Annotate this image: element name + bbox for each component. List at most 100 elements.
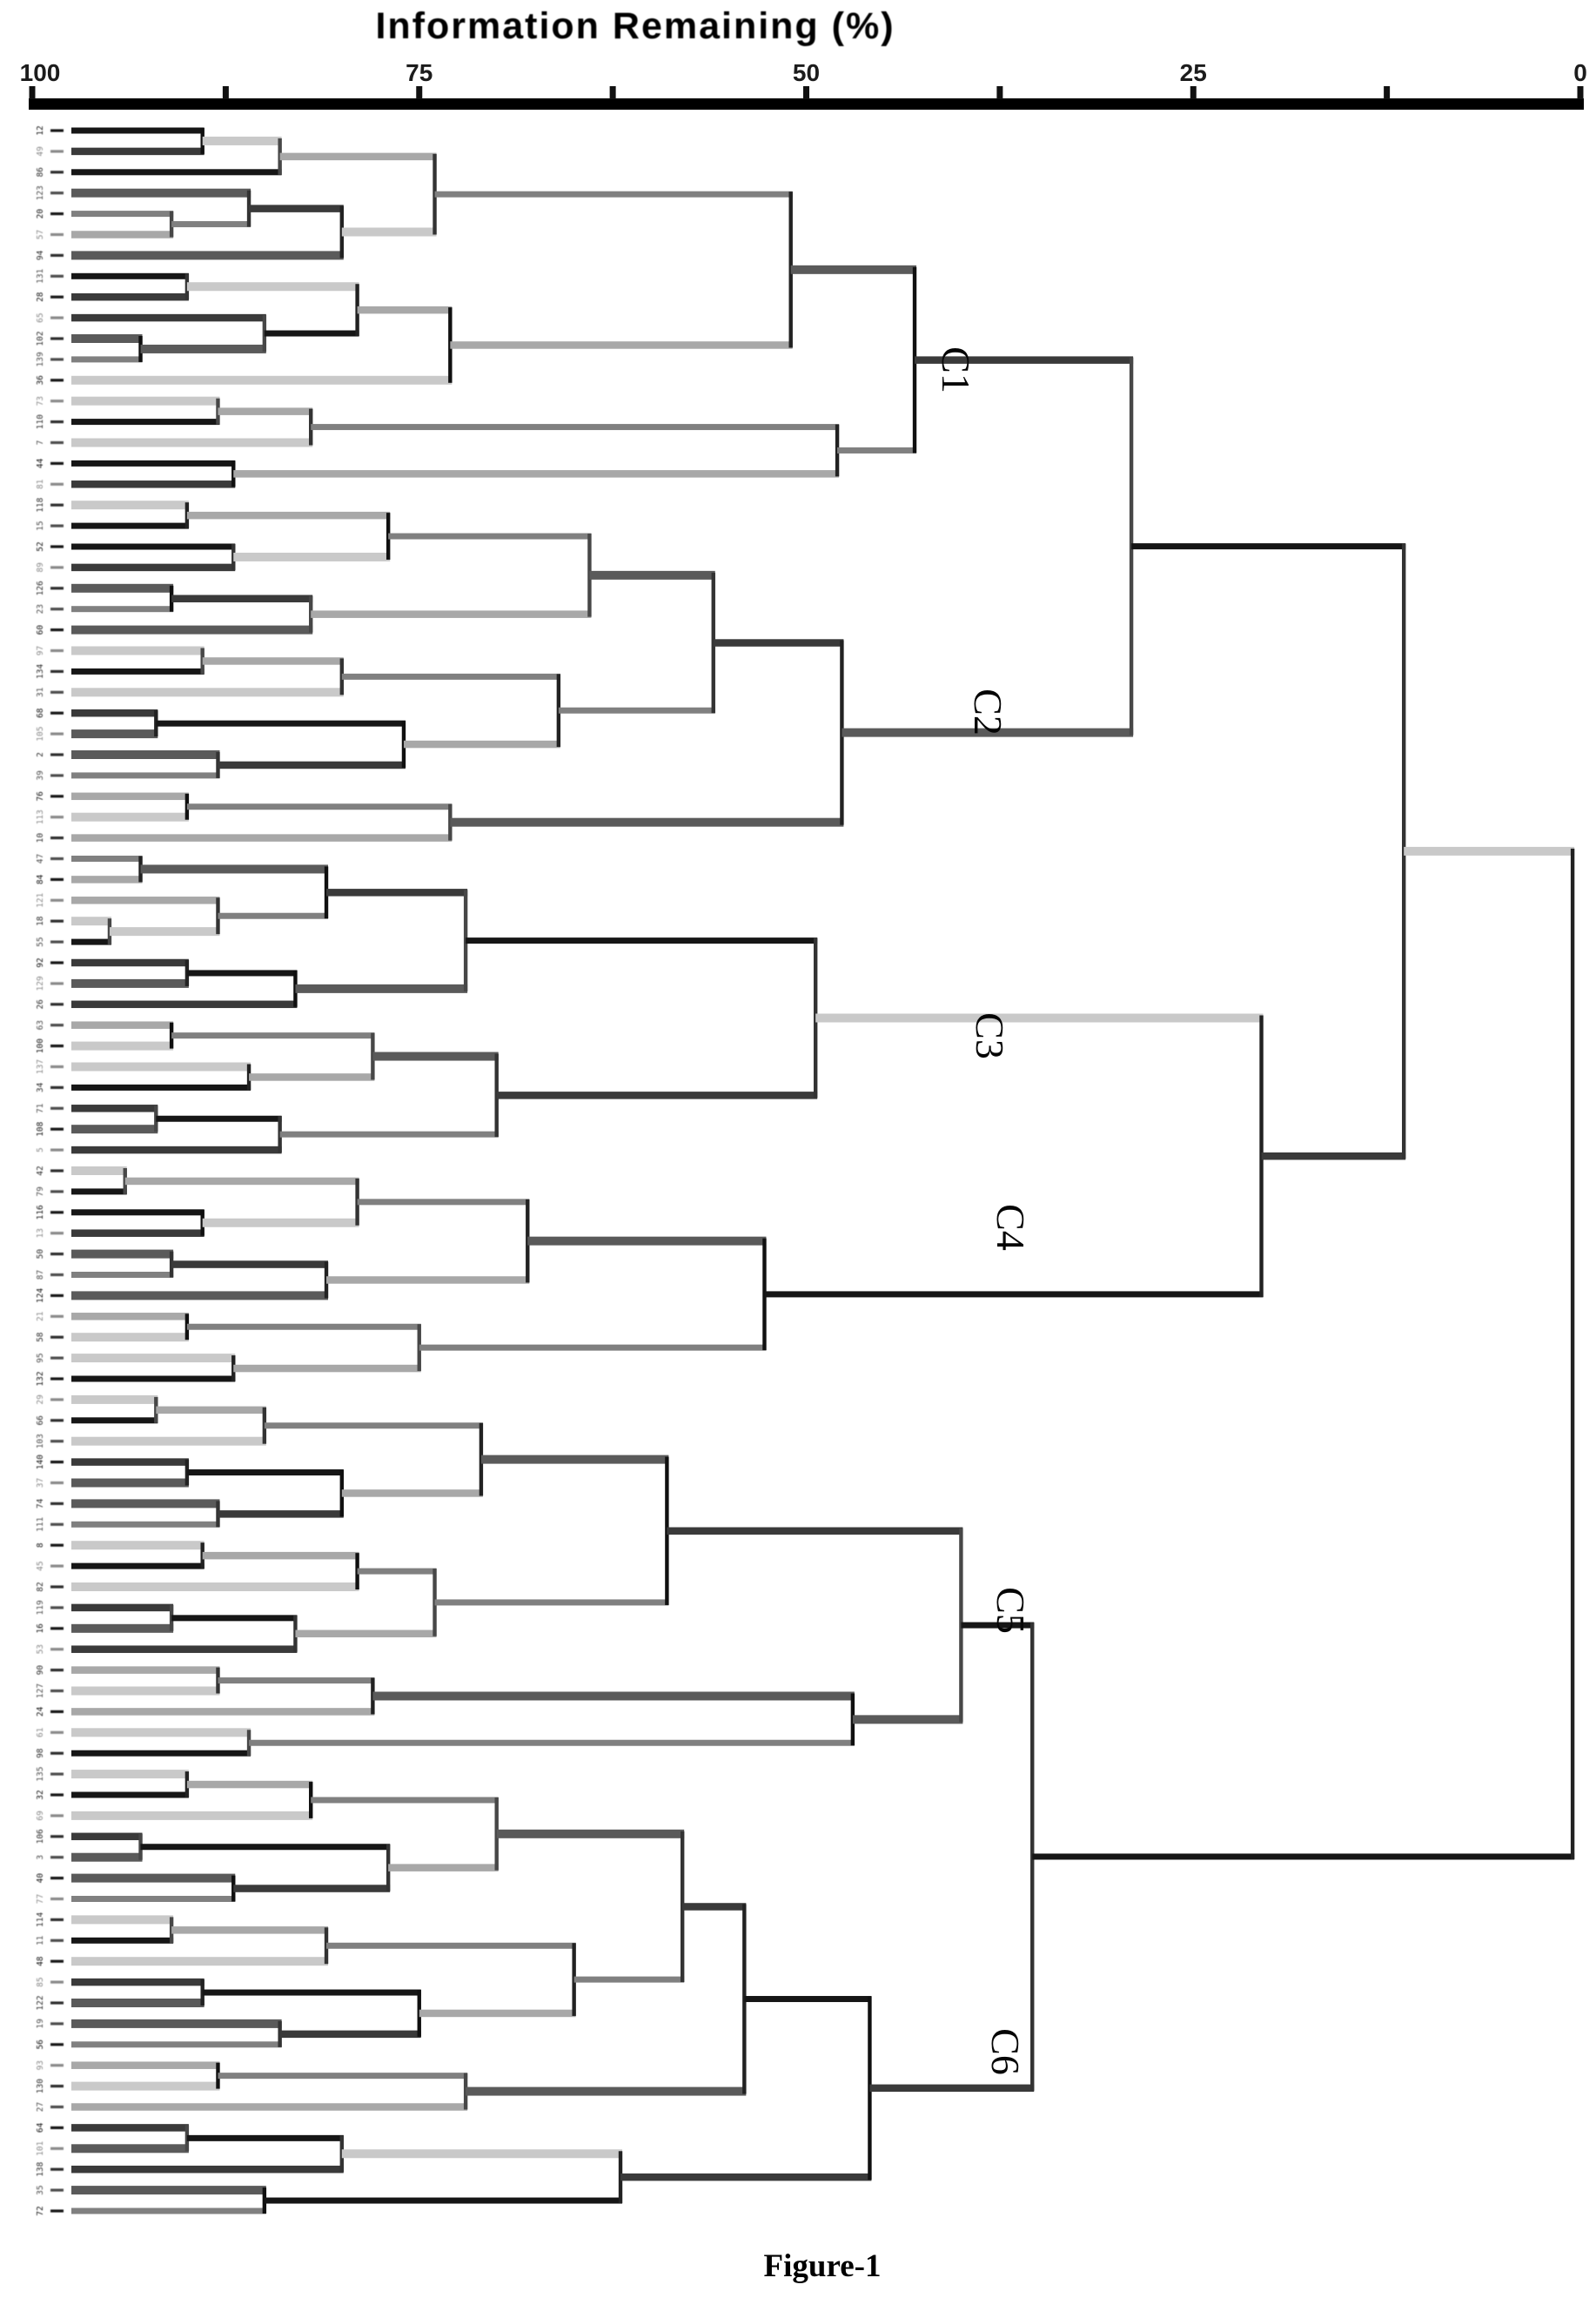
- branch-hline: [589, 570, 715, 580]
- branch-hline: [434, 191, 793, 198]
- leaf-tick: [50, 253, 64, 257]
- branch-hline: [71, 460, 236, 467]
- branch-hline: [71, 938, 111, 945]
- leaf-tick: [50, 1751, 64, 1755]
- branch-hline: [218, 912, 329, 919]
- branch-hline: [71, 2124, 189, 2132]
- branch-hline: [71, 1521, 220, 1528]
- leaf-tick: [50, 1293, 64, 1297]
- leaf-tick: [50, 1440, 64, 1443]
- branch-hline: [71, 292, 189, 301]
- branch-hline: [71, 1728, 251, 1737]
- branch-hline: [71, 668, 205, 675]
- leaf-tick: [50, 1398, 64, 1401]
- leaf-label: 16: [36, 1623, 45, 1634]
- branch-hline: [419, 1344, 767, 1351]
- leaf-tick: [50, 1232, 64, 1235]
- branch-hline: [186, 803, 453, 810]
- leaf-tick: [50, 129, 64, 132]
- leaf-tick: [50, 420, 64, 424]
- leaf-label: 40: [36, 1873, 45, 1884]
- tree-lines: [71, 127, 1575, 2214]
- leaf-tick: [50, 1710, 64, 1713]
- leaf-label: 50: [36, 1249, 45, 1260]
- leaf-tick: [50, 232, 64, 237]
- branch-hline: [434, 1599, 669, 1606]
- leaf-label: 118: [36, 497, 45, 512]
- leaf-tick: [50, 1003, 64, 1006]
- leaf-tick: [50, 1169, 64, 1173]
- branch-hline: [71, 147, 205, 156]
- branch-hline: [202, 1218, 359, 1227]
- branch-hline: [71, 1896, 236, 1902]
- branch-hline: [341, 673, 560, 680]
- branch-hline: [71, 1852, 143, 1862]
- leaf-tick: [50, 2147, 64, 2150]
- branch-hline: [357, 1568, 437, 1575]
- leaf-label: 61: [36, 1727, 45, 1737]
- branch-hline: [71, 563, 236, 572]
- branch-hline: [71, 2144, 189, 2154]
- branch-hline: [202, 1551, 359, 1560]
- branch-hline: [71, 480, 236, 488]
- branch-hline: [496, 1092, 818, 1099]
- branch-hline: [71, 334, 143, 343]
- axis-tick-label: 100: [20, 59, 61, 86]
- branch-vline: [154, 1105, 158, 1132]
- branch-hline: [186, 1323, 421, 1330]
- branch-vline: [1570, 848, 1575, 1859]
- leaf-label: 23: [36, 604, 45, 614]
- leaf-label: 126: [36, 581, 45, 595]
- leaf-label: 98: [36, 1748, 45, 1758]
- leaf-label: 76: [36, 791, 45, 802]
- branch-hline: [71, 897, 220, 904]
- leaf-label: 64: [36, 2122, 45, 2133]
- axis-tick-label: 0: [1573, 59, 1587, 86]
- branch-hline: [186, 2134, 344, 2141]
- branch-vline: [433, 153, 437, 235]
- leaf-label: 7: [36, 440, 45, 446]
- branch-hline: [466, 937, 818, 944]
- branch-hline: [71, 169, 282, 176]
- axis-tick-mark: [609, 86, 616, 99]
- leaf-tick: [50, 461, 64, 465]
- branch-hline: [71, 1562, 205, 1569]
- leaf-tick: [50, 1689, 64, 1693]
- leaf-label: 49: [36, 146, 45, 157]
- branch-hline: [279, 1131, 499, 1138]
- branch-hline: [496, 1829, 685, 1838]
- branch-hline: [71, 646, 205, 655]
- leaf-tick: [50, 1877, 64, 1880]
- leaf-tick: [50, 1481, 64, 1485]
- branch-hline: [71, 1811, 313, 1820]
- branch-hline: [140, 864, 329, 874]
- leaf-tick: [50, 2209, 64, 2213]
- branch-hline: [71, 1188, 127, 1195]
- leaf-tick: [50, 608, 64, 611]
- leaf-tick: [50, 1127, 64, 1131]
- branch-hline: [218, 2073, 468, 2080]
- branch-hline: [71, 1272, 174, 1278]
- leaf-label: 71: [36, 1103, 45, 1113]
- branch-hline: [403, 740, 560, 749]
- branch-hline: [372, 1052, 499, 1061]
- leaf-tick: [50, 171, 64, 174]
- branch-hline: [249, 1073, 375, 1081]
- branch-hline: [71, 1915, 174, 1925]
- branch-hline: [869, 2084, 1035, 2093]
- leaf-tick: [50, 1522, 64, 1526]
- leaf-label: 13: [36, 1228, 45, 1238]
- leaf-label: 114: [36, 1912, 45, 1927]
- leaf-tick: [50, 774, 64, 777]
- branch-hline: [71, 625, 313, 635]
- branch-hline: [295, 984, 468, 993]
- branch-hline: [388, 533, 592, 540]
- branch-vline: [154, 710, 158, 737]
- leaf-label: 100: [36, 1038, 45, 1053]
- branch-hline: [311, 424, 840, 431]
- leaf-tick: [50, 1211, 64, 1214]
- branch-hline: [815, 1013, 1264, 1023]
- leaf-label: 103: [36, 1434, 45, 1448]
